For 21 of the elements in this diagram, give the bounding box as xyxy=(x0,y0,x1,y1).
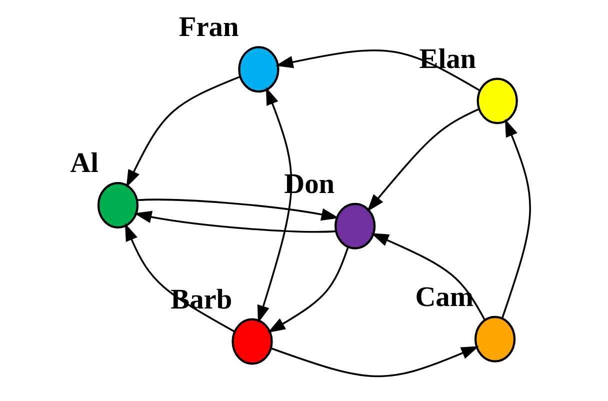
node-circle xyxy=(238,46,279,93)
node-label: Fran xyxy=(178,12,238,44)
arrow xyxy=(124,223,234,332)
arrow xyxy=(126,76,240,188)
node-circle xyxy=(231,318,272,365)
arrow xyxy=(366,108,479,212)
arrow xyxy=(256,87,292,324)
node-circle xyxy=(96,182,138,229)
node-label: Cam xyxy=(414,282,474,313)
node-label: Al xyxy=(70,148,98,180)
arrow xyxy=(267,247,348,333)
node-circle xyxy=(476,78,518,124)
arrow xyxy=(274,50,480,92)
node-circle xyxy=(334,202,376,250)
arrow xyxy=(133,210,336,233)
arrow xyxy=(136,198,339,221)
arrow xyxy=(500,118,530,319)
arrow xyxy=(370,233,485,320)
node-label: Elan xyxy=(418,44,476,75)
node-circle xyxy=(474,316,516,362)
arrow xyxy=(270,346,478,378)
